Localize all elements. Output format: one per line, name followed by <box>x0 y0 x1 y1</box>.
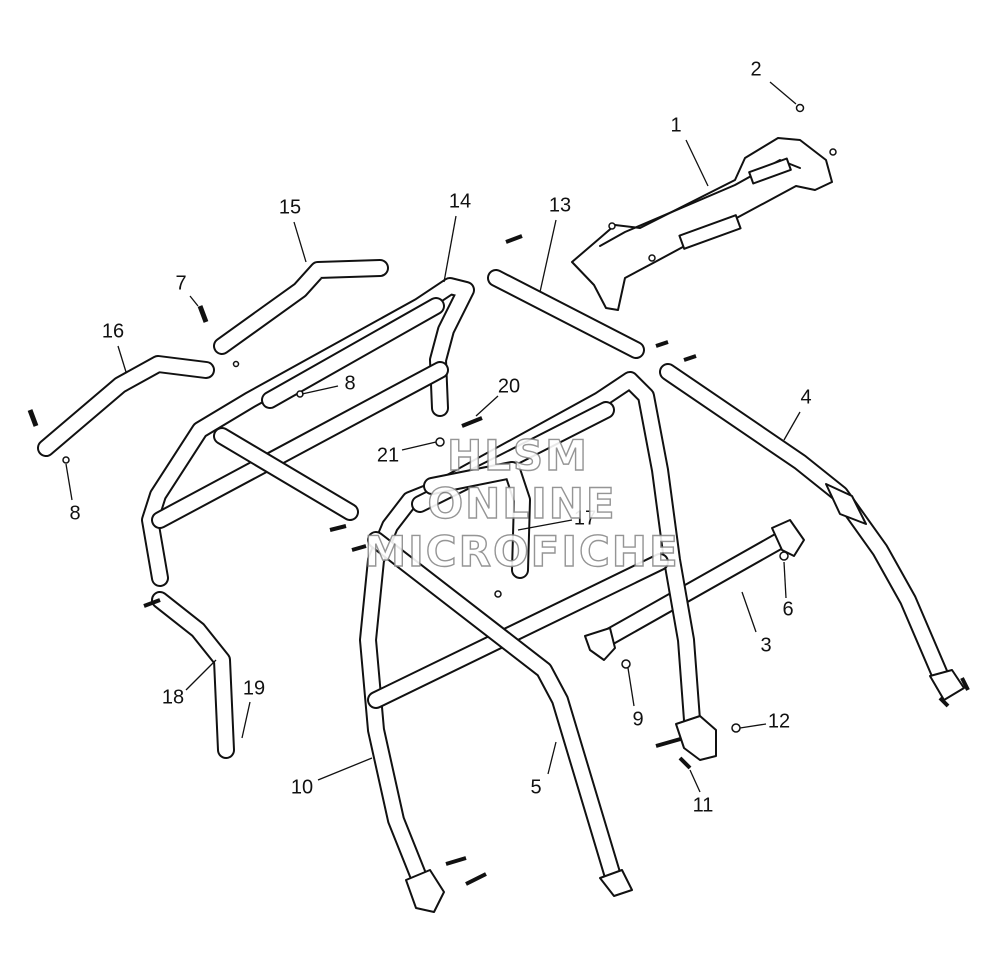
tube-parts <box>37 259 953 889</box>
leader-line-c11 <box>689 769 701 793</box>
watermark-line-2: ONLINE <box>427 479 616 528</box>
leader-line-c10 <box>317 757 373 781</box>
bolt-center-1 <box>329 524 347 532</box>
leader-line-c7 <box>189 295 199 307</box>
callout-label-c3: 3 <box>760 634 771 656</box>
callout-label-c4: 4 <box>800 386 811 408</box>
tube-part-18 <box>151 591 235 759</box>
callout-label-c14: 14 <box>449 190 471 212</box>
leader-line-c9 <box>627 667 635 707</box>
tube-part-14-crossbar-low <box>151 361 449 529</box>
bolt-part-18 <box>143 598 161 608</box>
tube-part-4 <box>659 363 953 693</box>
callout-label-c19: 19 <box>243 677 265 699</box>
bolt-foot-left-2 <box>465 872 487 886</box>
bolt-part-16 <box>27 409 39 427</box>
leader-line-c17 <box>517 519 573 531</box>
callout-label-c9: 9 <box>632 708 643 730</box>
bolt-part-4-b <box>938 696 950 708</box>
watermark-line-3: MICROFICHE <box>364 527 679 576</box>
washer-part-21 <box>435 437 445 447</box>
leader-line-c15 <box>293 221 307 263</box>
leader-line-c12 <box>739 723 767 729</box>
leader-line-c18 <box>185 659 217 691</box>
leader-line-c20 <box>475 395 499 417</box>
tube-part-17 <box>423 461 531 579</box>
tube-part-3 <box>595 527 797 649</box>
callout-label-c5: 5 <box>530 776 541 798</box>
callout-label-c7: 7 <box>175 272 186 294</box>
foot-bracket-part-4 <box>929 669 965 701</box>
tube-part-15 <box>213 259 389 355</box>
tube-part-16 <box>37 355 215 457</box>
callout-label-c2: 2 <box>750 58 761 80</box>
nut-part-17 <box>494 590 502 598</box>
foot-bracket-part-10-left <box>405 869 445 913</box>
screw-part-2 <box>795 103 805 113</box>
nut-part-9 <box>621 659 631 669</box>
leader-line-c4 <box>783 411 801 441</box>
callout-label-c21: 21 <box>377 444 399 466</box>
roof-panel-part-1 <box>571 137 837 311</box>
leader-line-c2 <box>769 81 797 105</box>
callout-label-c16: 16 <box>102 320 124 342</box>
leader-line-c6 <box>783 561 787 599</box>
foot-bracket-part-5 <box>599 869 633 897</box>
bolt-part-11 <box>655 736 692 770</box>
bolt-part-7 <box>197 305 209 323</box>
bolt-foot-left-1 <box>445 856 467 866</box>
watermark: HLSM ONLINE MICROFICHE <box>364 430 679 576</box>
callout-label-c15: 15 <box>279 196 301 218</box>
bolt-part-4-a <box>683 354 697 362</box>
nut-part-6 <box>779 551 789 561</box>
nut-small <box>232 360 240 368</box>
callout-label-c12: 12 <box>768 710 790 732</box>
callout-label-c20: 20 <box>498 375 520 397</box>
leader-line-c8b <box>301 385 339 395</box>
callout-label-c1: 1 <box>670 114 681 136</box>
tube-part-14-brace <box>213 427 359 521</box>
watermark-line-1: HLSM <box>447 431 589 480</box>
callout-label-c13: 13 <box>549 194 571 216</box>
leader-line-c16 <box>117 345 127 373</box>
leader-line-c5 <box>547 741 557 775</box>
bolt-part-13-b <box>505 234 523 244</box>
nut-part-8-left <box>62 456 70 464</box>
tube-part-14-upper <box>261 297 445 409</box>
callout-label-c8a: 8 <box>69 502 80 524</box>
tube-part-5 <box>367 531 623 889</box>
tube-part-10-cross <box>367 553 669 709</box>
leader-line-c8a <box>65 463 73 501</box>
cross-brace-part-3 <box>584 519 805 661</box>
callout-label-c18: 18 <box>162 686 184 708</box>
bolt-part-20 <box>461 416 483 428</box>
callout-label-c17: 17 <box>574 507 596 529</box>
gusset-part-4 <box>825 483 867 525</box>
callout-label-c10: 10 <box>291 776 313 798</box>
leader-line-c14 <box>443 215 457 283</box>
leader-line-c21 <box>401 441 437 451</box>
leader-line-c1 <box>685 139 709 187</box>
leader-line-c3 <box>741 591 757 633</box>
foot-bracket-part-10-right <box>675 715 717 761</box>
callout-label-c11: 11 <box>693 794 714 816</box>
leader-line-c13 <box>539 219 557 293</box>
leader-line-c19 <box>241 701 251 739</box>
bolt-part-13-a <box>655 340 669 348</box>
callout-label-c8b: 8 <box>344 372 355 394</box>
bolt-center-2 <box>351 544 367 552</box>
callout-label-c6: 6 <box>782 598 793 620</box>
bolt-part-4-c <box>960 677 970 691</box>
nut-part-12 <box>731 723 741 733</box>
tube-part-13 <box>487 269 645 359</box>
